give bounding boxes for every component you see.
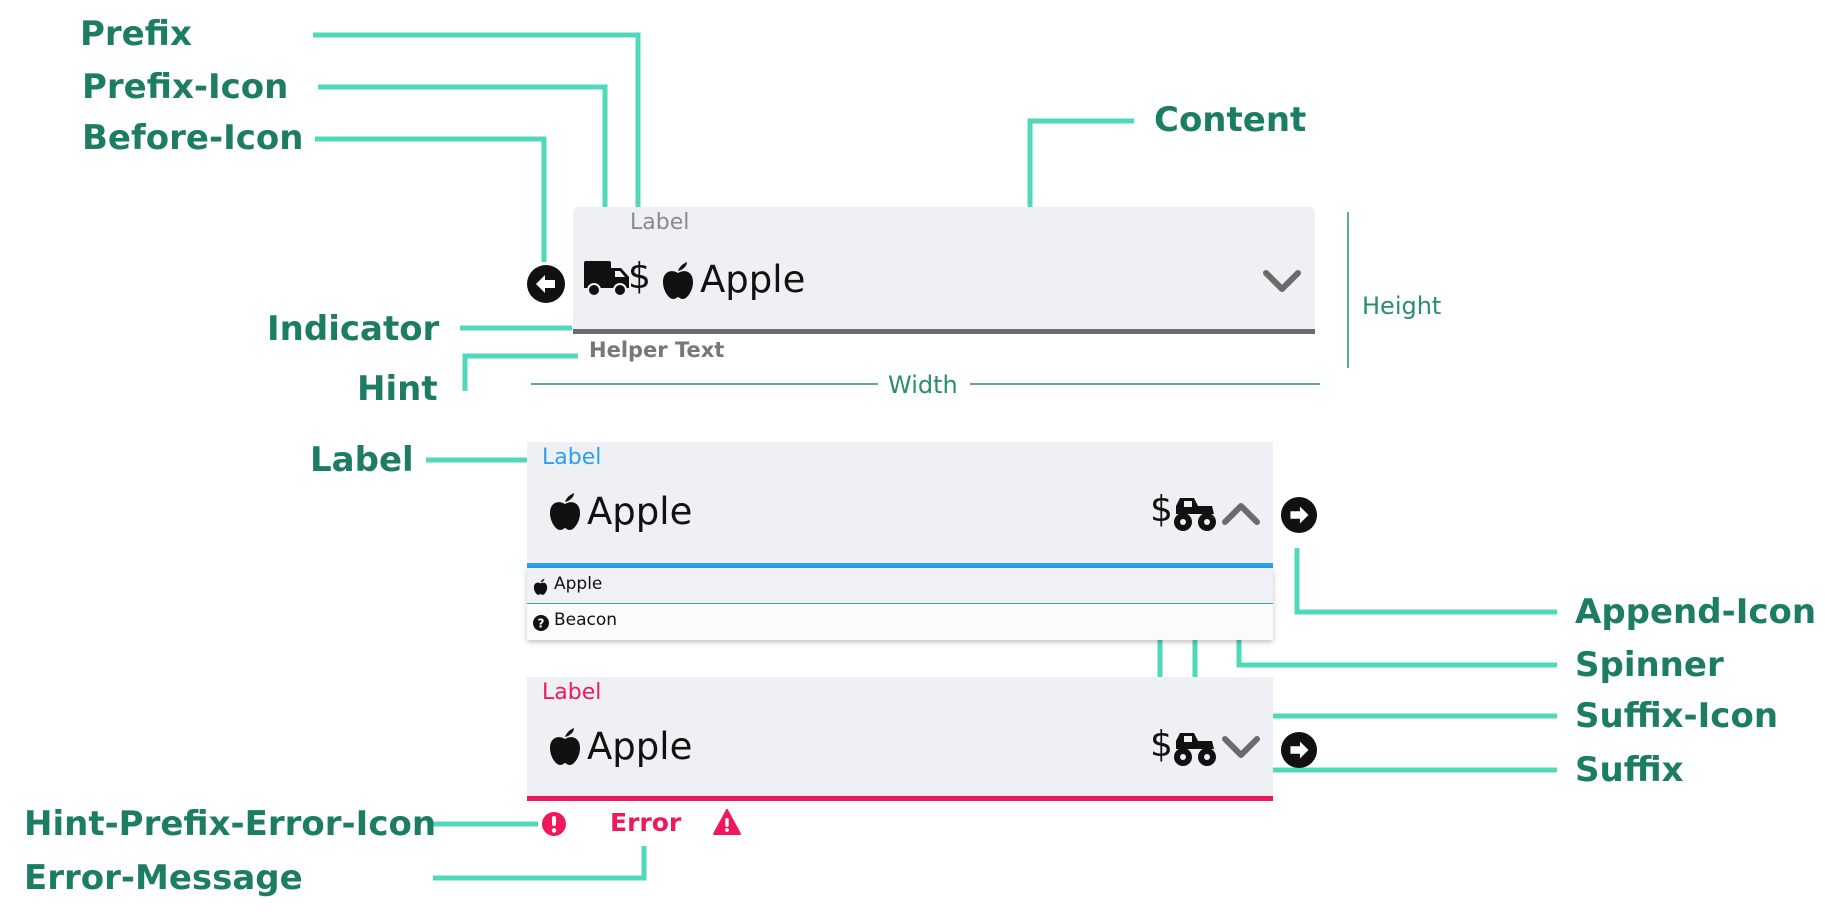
apple-icon bbox=[661, 261, 695, 303]
annotation-spinner: Spinner bbox=[1575, 645, 1724, 685]
annotation-indicator: Indicator bbox=[267, 309, 440, 349]
menu-item-apple[interactable]: Apple bbox=[527, 568, 1273, 604]
prefix-icon bbox=[584, 259, 630, 301]
menu-item-beacon[interactable]: ? Beacon bbox=[527, 605, 1273, 638]
annotation-error-message: Error-Message bbox=[24, 858, 303, 898]
menu-item-label: Apple bbox=[554, 574, 603, 594]
indicator bbox=[573, 329, 1315, 334]
leader-prefix bbox=[313, 32, 641, 260]
suffix-text: $ bbox=[1150, 489, 1173, 530]
apple-icon bbox=[548, 727, 582, 769]
hint-prefix-error-icon bbox=[541, 811, 567, 841]
monster-truck-icon bbox=[1174, 733, 1216, 766]
leader-error-message bbox=[433, 846, 647, 881]
height-label: Height bbox=[1362, 292, 1442, 320]
before-icon[interactable] bbox=[526, 264, 566, 308]
hint-suffix-warning-icon bbox=[713, 809, 741, 839]
spinner[interactable] bbox=[1221, 500, 1261, 530]
leader-append-icon bbox=[1294, 548, 1557, 615]
chevron-down-icon bbox=[1222, 736, 1260, 758]
apple-icon bbox=[548, 492, 582, 534]
annotation-append-icon: Append-Icon bbox=[1575, 592, 1817, 632]
leader-spinner bbox=[1236, 548, 1557, 668]
annotation-content: Content bbox=[1154, 100, 1307, 140]
menu-item-label: Beacon bbox=[554, 610, 618, 630]
leader-content bbox=[1027, 118, 1134, 212]
dropdown-menu: Apple ? Beacon bbox=[527, 568, 1273, 640]
monster-truck-icon bbox=[1174, 498, 1216, 531]
leader-prefix-icon bbox=[318, 84, 608, 262]
annotation-label: Label bbox=[310, 440, 414, 480]
text-field-focused[interactable]: Label Apple $ bbox=[527, 442, 1273, 568]
error-message: Error bbox=[610, 808, 682, 837]
prefix-text: $ bbox=[628, 256, 651, 297]
apple-icon bbox=[533, 578, 548, 595]
indicator bbox=[527, 796, 1273, 801]
annotation-suffix-icon: Suffix-Icon bbox=[1575, 696, 1779, 736]
field-label: Label bbox=[630, 210, 690, 235]
suffix-icon bbox=[1172, 494, 1218, 536]
annotation-before-icon: Before-Icon bbox=[82, 118, 304, 158]
spinner[interactable] bbox=[1221, 735, 1261, 765]
field-value[interactable]: Apple bbox=[587, 490, 693, 533]
warning-triangle-icon bbox=[713, 809, 741, 835]
text-field-error[interactable]: Label Apple $ bbox=[527, 677, 1273, 801]
append-icon[interactable] bbox=[1280, 731, 1318, 773]
field-label: Label bbox=[542, 445, 602, 470]
annotation-hint-prefix-error-icon: Hint-Prefix-Error-Icon bbox=[24, 804, 437, 844]
arrow-left-circle-icon bbox=[527, 265, 565, 303]
width-label: Width bbox=[888, 371, 958, 399]
text-field-default[interactable]: Label $ Apple bbox=[573, 207, 1315, 334]
suffix-icon bbox=[1172, 729, 1218, 771]
chevron-up-icon bbox=[1222, 503, 1260, 525]
error-circle-icon bbox=[542, 812, 566, 836]
annotation-prefix-icon: Prefix-Icon bbox=[82, 67, 289, 107]
indicator bbox=[527, 563, 1273, 568]
hint-text: Helper Text bbox=[589, 338, 725, 362]
field-label: Label bbox=[542, 680, 602, 705]
truck-icon bbox=[584, 261, 629, 297]
chevron-down-icon bbox=[1263, 270, 1301, 292]
leader-before-icon bbox=[315, 136, 547, 262]
spinner[interactable] bbox=[1262, 269, 1302, 299]
annotation-suffix: Suffix bbox=[1575, 750, 1684, 790]
arrow-right-circle-icon bbox=[1280, 731, 1318, 769]
append-icon[interactable] bbox=[1280, 496, 1318, 538]
annotation-hint: Hint bbox=[357, 369, 438, 409]
leader-hint bbox=[462, 353, 578, 391]
field-value[interactable]: Apple bbox=[700, 258, 806, 301]
suffix-text: $ bbox=[1150, 724, 1173, 765]
arrow-right-circle-icon bbox=[1280, 496, 1318, 534]
annotation-prefix: Prefix bbox=[80, 14, 192, 54]
svg-text:?: ? bbox=[538, 617, 545, 631]
field-value[interactable]: Apple bbox=[587, 725, 693, 768]
question-circle-icon: ? bbox=[533, 615, 549, 631]
